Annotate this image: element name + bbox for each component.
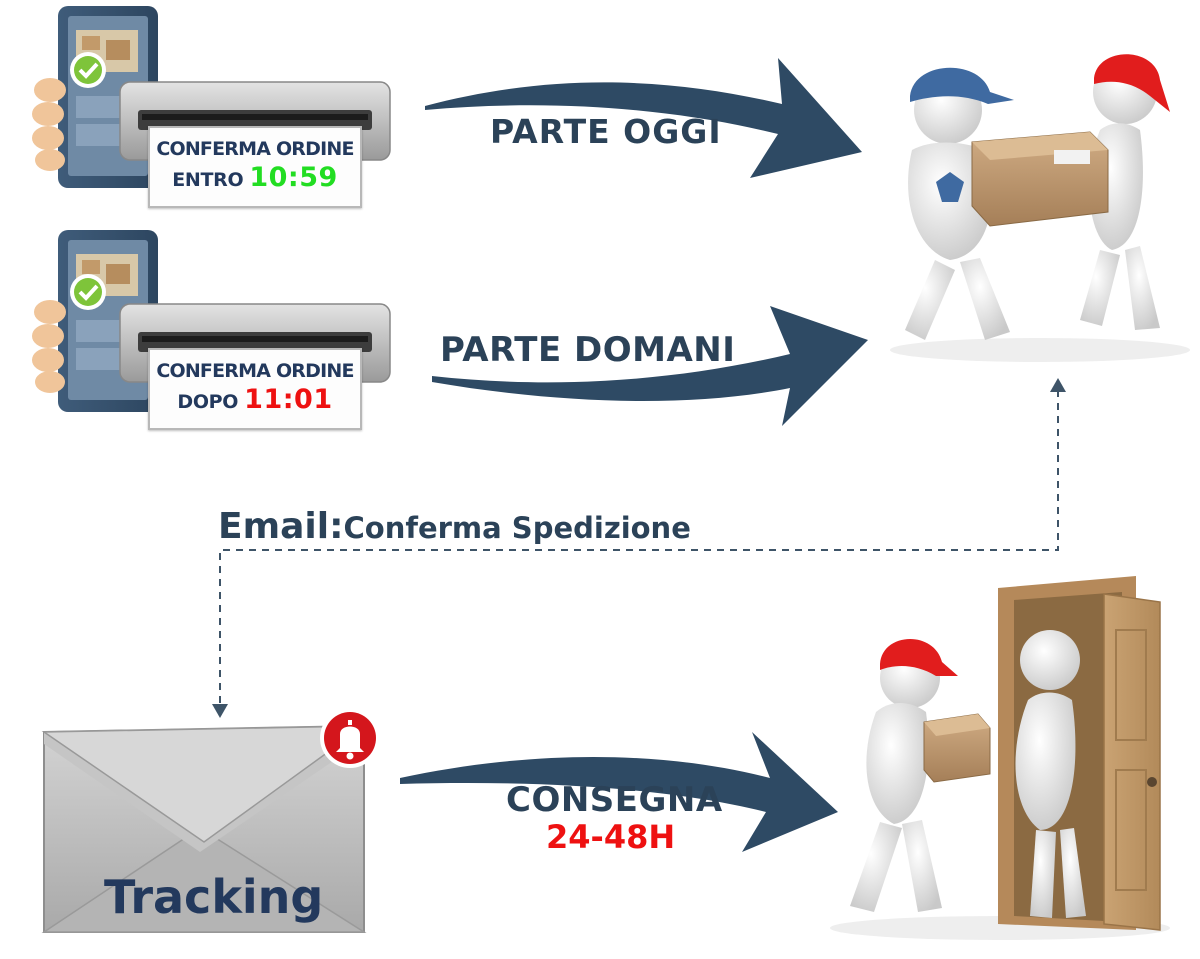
dashed-connector — [219, 390, 1059, 706]
dashed-arrowhead-down — [212, 704, 228, 718]
label-delivery-time: 24-48H — [546, 818, 676, 856]
email-confirmation-label: Email:Conferma Spedizione — [218, 506, 691, 547]
label-parte-oggi: PARTE OGGI — [490, 112, 722, 151]
receipt-time: 11:01 — [244, 384, 333, 415]
dashed-arrowhead-up — [1050, 378, 1066, 392]
receipt-time: 10:59 — [249, 162, 338, 193]
envelope-icon — [41, 724, 367, 933]
receipt-title: CONFERMA ORDINE — [156, 138, 354, 160]
tracking-label: Tracking — [104, 870, 324, 924]
label-parte-domani: PARTE DOMANI — [440, 330, 736, 370]
email-text: Conferma Spedizione — [343, 511, 691, 545]
receipt-title: CONFERMA ORDINE — [156, 360, 354, 382]
arrow-consegna — [400, 732, 838, 852]
receipt-prefix: DOPO — [177, 391, 239, 413]
delivery-door-illustration — [830, 576, 1170, 940]
courier-handoff-illustration — [890, 54, 1190, 362]
label-consegna: CONSEGNA — [506, 780, 723, 820]
bell-icon — [320, 708, 380, 768]
arrow-parte-oggi — [425, 58, 862, 178]
receipt-prefix: ENTRO — [172, 169, 244, 191]
arrow-parte-domani — [432, 306, 868, 426]
email-prefix: Email: — [218, 506, 344, 547]
